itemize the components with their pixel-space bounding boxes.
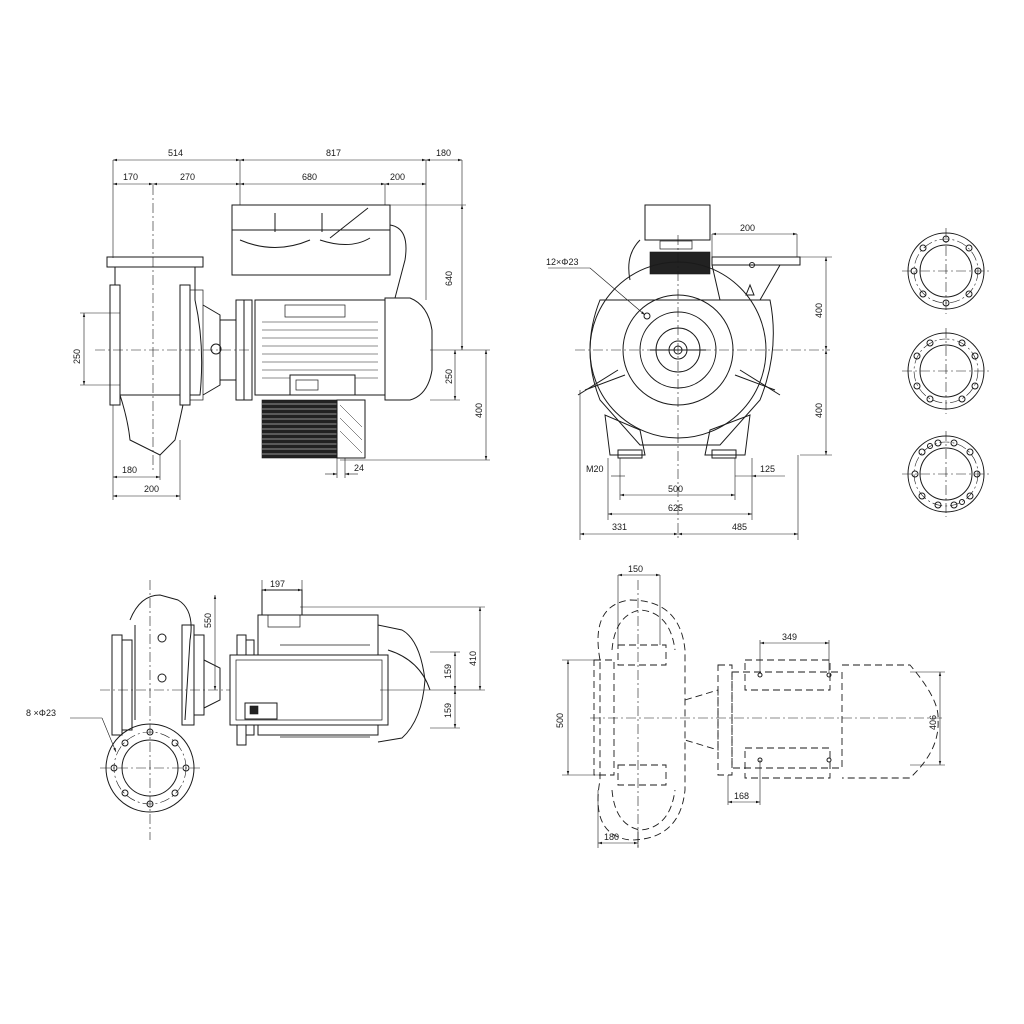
motor-side (243, 297, 433, 401)
flange-detail-1 (902, 228, 990, 314)
dim-400-lower: 400 (814, 403, 824, 418)
motor-top (229, 589, 431, 743)
dim-349: 349 (782, 632, 797, 642)
front-view: 12×Φ23 200 400 400 M20 125 500 625 331 4… (546, 204, 832, 540)
dim-250-left: 250 (72, 349, 82, 364)
flange-detail-3 (902, 431, 990, 517)
dim-331: 331 (612, 522, 627, 532)
control-box-side (231, 204, 407, 299)
side-view: 514 817 180 170 270 680 200 640 250 400 … (72, 148, 490, 500)
dim-625: 625 (668, 503, 683, 513)
dim-200-bottom: 200 (144, 484, 159, 494)
dim-159-lower: 159 (443, 703, 453, 718)
dim-180-foundation: 180 (604, 832, 619, 842)
dim-514: 514 (168, 148, 183, 158)
dim-400-upper: 400 (814, 303, 824, 318)
pump-volute (95, 185, 250, 470)
dim-200-top: 200 (390, 172, 405, 182)
dim-680: 680 (302, 172, 317, 182)
flange-details (902, 228, 990, 517)
dim-200-front: 200 (740, 223, 755, 233)
dim-817: 817 (326, 148, 341, 158)
dim-400-right: 400 (474, 403, 484, 418)
dim-640: 640 (444, 271, 454, 286)
dim-150: 150 (628, 564, 643, 574)
dim-410: 410 (468, 651, 478, 666)
dim-500-front: 500 (668, 484, 683, 494)
dim-170: 170 (123, 172, 138, 182)
dim-180-bottom: 180 (122, 465, 137, 475)
dim-159-upper: 159 (443, 664, 453, 679)
dim-550: 550 (203, 613, 213, 628)
dim-168: 168 (734, 791, 749, 801)
dim-270: 270 (180, 172, 195, 182)
foundation-view: 150 349 500 406 168 180 (555, 564, 945, 850)
bottom-flange (100, 723, 200, 813)
dim-197: 197 (270, 579, 285, 589)
dim-500-foundation: 500 (555, 713, 565, 728)
dim-125: 125 (760, 464, 775, 474)
thread-m20: M20 (586, 464, 604, 474)
flange-detail-2 (902, 328, 990, 414)
dim-250-right: 250 (444, 369, 454, 384)
dim-180-top: 180 (436, 148, 451, 158)
dim-485: 485 (732, 522, 747, 532)
front-holes-label: 12×Φ23 (546, 257, 578, 267)
dim-406: 406 (928, 715, 938, 730)
top-holes-label: 8 ×Φ23 (26, 708, 56, 718)
cooling-fins (261, 399, 366, 459)
top-view: 197 550 410 159 159 8 ×Φ23 (26, 579, 485, 840)
dim-24: 24 (354, 463, 364, 473)
